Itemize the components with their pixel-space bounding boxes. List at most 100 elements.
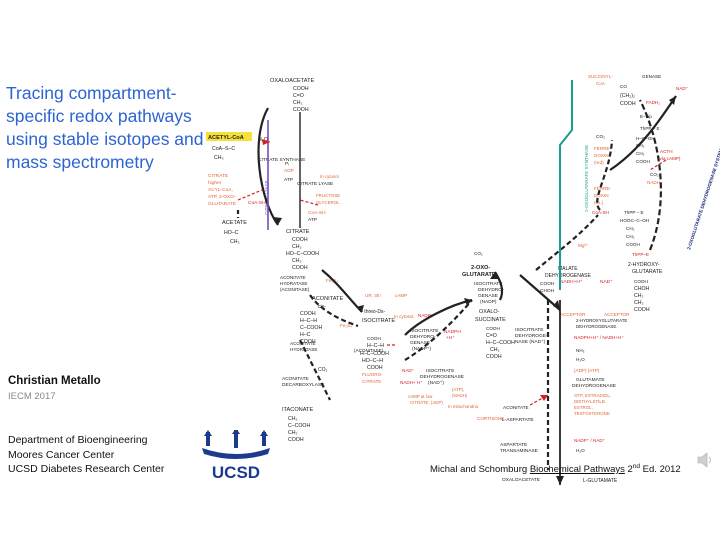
svg-text:TESTOSTERONE: TESTOSTERONE xyxy=(574,411,610,416)
svg-text:CH₂: CH₂ xyxy=(293,100,303,106)
node-acetate: ACETATE xyxy=(222,220,247,226)
svg-text:SUCCINYL-: SUCCINYL- xyxy=(588,74,613,79)
acetyl-coa-highlight xyxy=(206,132,252,141)
svg-text:(ACONITASE): (ACONITASE) xyxy=(280,287,310,292)
svg-text:Pᵢ: Pᵢ xyxy=(285,161,289,167)
svg-text:COOH: COOH xyxy=(486,326,500,331)
author-name: Christian Metallo xyxy=(8,375,101,387)
svg-text:DECARBOXYLASE: DECARBOXYLASE xyxy=(282,382,324,388)
svg-text:ThPP – E: ThPP – E xyxy=(640,126,660,131)
arrow-oxaloacetate-citrate xyxy=(257,107,279,226)
speaker-icon[interactable] xyxy=(697,451,713,469)
svg-text:H–C–H: H–C–H xyxy=(367,343,384,349)
svg-text:FADH₂: FADH₂ xyxy=(646,100,660,105)
svg-text:C=O: C=O xyxy=(486,333,497,339)
trident-icon xyxy=(202,430,270,459)
ucsd-wordmark: UCSD xyxy=(212,463,260,480)
svg-text:ATP: ATP xyxy=(284,177,293,183)
svg-text:FRUCTOSE: FRUCTOSE xyxy=(316,193,340,198)
svg-text:ASPARTATE: ASPARTATE xyxy=(500,442,527,448)
svg-text:CH₃: CH₃ xyxy=(214,155,224,161)
svg-text:COOH: COOH xyxy=(620,101,636,107)
label-oxoglutarate-dh-system: 2-OXOGLUTARATE DEHYDROGENASE SYSTEM xyxy=(686,148,720,250)
affiliation-line: Department of Bioengineering xyxy=(8,434,148,446)
svg-text:COOH: COOH xyxy=(540,281,555,287)
enzyme-glutamate-dh: DEHYDROGENASE xyxy=(572,383,616,389)
svg-text:ACTH: ACTH xyxy=(660,149,673,154)
svg-text:CITRATE: CITRATE xyxy=(362,379,381,384)
svg-text:NADPH+H⁺ / NADH+H⁺: NADPH+H⁺ / NADH+H⁺ xyxy=(574,335,624,340)
svg-text:CH₂: CH₂ xyxy=(634,293,644,299)
svg-text:In cytosol: In cytosol xyxy=(394,314,413,319)
svg-text:CoA-SH: CoA-SH xyxy=(308,210,326,216)
svg-text:H–C–COOH: H–C–COOH xyxy=(486,340,515,346)
svg-text:COOH: COOH xyxy=(636,159,650,164)
affiliation-line: UCSD Diabetes Research Center xyxy=(8,463,165,475)
svg-text:COOH: COOH xyxy=(486,354,502,360)
svg-text:CH₂: CH₂ xyxy=(288,416,298,422)
svg-text:H–C–COOH: H–C–COOH xyxy=(360,351,389,357)
enzyme-citrate-synthase: CITRATE SYNTHASE xyxy=(258,157,305,163)
svg-text:DEHYDRO-: DEHYDRO- xyxy=(410,334,436,340)
svg-text:ATP, 2-OXO-: ATP, 2-OXO- xyxy=(208,194,236,200)
node-cis-aconitate: ACONITATE xyxy=(312,296,343,302)
svg-text:DEHYDROGENASE: DEHYDROGENASE xyxy=(420,374,464,380)
svg-text:CITRATE: CITRATE xyxy=(208,173,228,179)
svg-text:CoA-SH: CoA-SH xyxy=(592,210,609,215)
svg-text:NADH+H⁺: NADH+H⁺ xyxy=(560,279,583,285)
citation-rest: Ed. 2012 xyxy=(642,464,681,476)
svg-text:GLUTAMATE: GLUTAMATE xyxy=(576,377,605,383)
svg-text:Fe₂S₄: Fe₂S₄ xyxy=(340,323,352,328)
line-oxoglutarate-synthase xyxy=(559,80,573,290)
svg-text:(ACONITASE): (ACONITASE) xyxy=(354,348,384,353)
svg-text:CITRATE, (ADP): CITRATE, (ADP) xyxy=(410,400,443,405)
citation-book: Biochemical Pathways xyxy=(529,464,625,476)
svg-text:SUCCINATE: SUCCINATE xyxy=(475,317,506,323)
svg-text:(CH₂)₂: (CH₂)₂ xyxy=(620,93,635,99)
svg-text:(NAD⁺): (NAD⁺) xyxy=(428,380,444,386)
svg-text:2-OXO-: 2-OXO- xyxy=(471,265,490,271)
svg-text:CH₃: CH₃ xyxy=(230,239,240,245)
svg-text:GENASE: GENASE xyxy=(642,74,661,79)
svg-text:TRANSAMINASE: TRANSAMINASE xyxy=(500,448,538,454)
node-acetyl-coa: ACETYL-CoA xyxy=(208,135,244,141)
svg-text:NADP⁺: NADP⁺ xyxy=(418,313,434,318)
svg-text:NAD⁺: NAD⁺ xyxy=(600,279,613,285)
svg-text:NADPH: NADPH xyxy=(444,329,461,335)
svg-text:ISOCITRATE: ISOCITRATE xyxy=(362,318,395,324)
label-citrate-lyase: CITRATE LYASE xyxy=(264,180,269,215)
svg-text:C=O: C=O xyxy=(293,93,304,99)
svg-text:(via cAMP): (via cAMP) xyxy=(658,156,681,161)
svg-text:ISOCITRATE: ISOCITRATE xyxy=(426,368,454,374)
svg-text:ADP: ADP xyxy=(284,168,294,174)
svg-text:GENASE: GENASE xyxy=(478,293,498,299)
citation-authors: Michal and Schomburg xyxy=(430,464,528,476)
enzyme-malate-dh: DEHYDROGENASE xyxy=(545,273,592,279)
svg-text:CH₂: CH₂ xyxy=(636,151,645,156)
svg-text:GLYCEROL: GLYCEROL xyxy=(316,200,340,205)
svg-text:Mg²⁺: Mg²⁺ xyxy=(578,243,589,248)
svg-text:COOH: COOH xyxy=(288,437,304,443)
svg-text:CO₂: CO₂ xyxy=(474,251,483,256)
svg-text:FERRE-: FERRE- xyxy=(594,146,612,151)
svg-text:CH₂: CH₂ xyxy=(636,143,645,148)
node-citrate: CITRATE xyxy=(286,229,310,235)
svg-text:H₂O: H₂O xyxy=(576,448,585,453)
svg-text:MALATE: MALATE xyxy=(558,266,578,272)
svg-text:COOH: COOH xyxy=(367,365,383,371)
svg-text:DIETHYLSTILB.: DIETHYLSTILB. xyxy=(574,399,606,404)
node-itaconate: ITACONATE xyxy=(282,407,313,413)
svg-text:COOH: COOH xyxy=(293,107,309,113)
svg-text:ACONITATE: ACONITATE xyxy=(503,405,529,410)
svg-text:COOH: COOH xyxy=(292,237,308,243)
svg-text:ISOCITRATE: ISOCITRATE xyxy=(410,328,438,334)
enzyme-hydroxyglutarate-dh: DEHYDROGENASE xyxy=(576,324,616,329)
ucsd-logo: UCSD xyxy=(202,430,270,480)
svg-text:COOH: COOH xyxy=(634,307,650,313)
svg-text:COOH: COOH xyxy=(300,339,316,345)
svg-text:ACCEPTOR: ACCEPTOR xyxy=(604,312,630,317)
svg-text:COOH: COOH xyxy=(300,311,316,317)
svg-text:COOH: COOH xyxy=(634,279,648,284)
svg-text:In cytosol: In cytosol xyxy=(320,174,339,179)
